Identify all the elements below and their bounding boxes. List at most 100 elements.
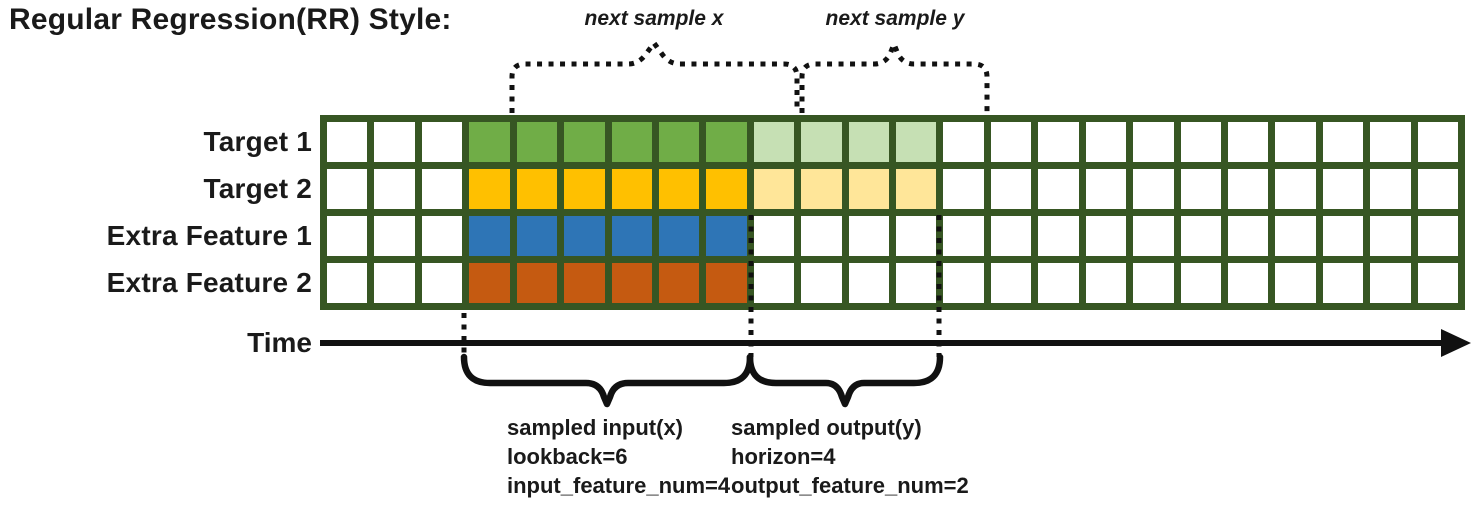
grid-cell-r2-c18	[1180, 216, 1221, 256]
grid-cell-r3-c7	[658, 263, 700, 303]
grid-cell-r1-c19	[1227, 169, 1269, 209]
grid-cell-r3-c4	[516, 263, 558, 303]
grid-cell-r0-c7	[658, 122, 700, 162]
grid-cell-r0-c9	[753, 122, 795, 162]
grid-cell-r3-c14	[990, 263, 1032, 303]
row-label-target-1: Target 1	[203, 126, 312, 157]
grid-cell-r3-c16	[1085, 263, 1127, 303]
sampled-input-annotation: sampled input(x) lookback=6 input_featur…	[507, 413, 730, 500]
grid-cell-r0-c19	[1227, 122, 1269, 162]
grid-cell-r0-c6	[611, 122, 652, 162]
grid-cell-r3-c19	[1227, 263, 1269, 303]
next-sample-x-label: next sample x	[584, 7, 724, 30]
grid-cell-r1-c5	[564, 169, 605, 209]
grid-cell-r1-c14	[990, 169, 1032, 209]
next-sample-y-brace	[799, 37, 990, 113]
grid-cell-r0-c5	[564, 122, 605, 162]
grid-cell-r2-c15	[1038, 216, 1079, 256]
grid-cell-r0-c11	[848, 122, 889, 162]
grid-cell-r2-c9	[753, 216, 795, 256]
grid-cell-r1-c22	[1370, 169, 1411, 209]
sampled-input-brace	[460, 353, 754, 408]
grid-cell-r1-c6	[611, 169, 652, 209]
grid-cell-r1-c8	[706, 169, 747, 209]
grid-cell-r1-c20	[1275, 169, 1316, 209]
grid-cell-r1-c11	[848, 169, 889, 209]
grid-cell-r2-c16	[1085, 216, 1127, 256]
grid-cell-r1-c4	[516, 169, 558, 209]
grid-cell-r0-c10	[801, 122, 842, 162]
grid-cell-r2-c19	[1227, 216, 1269, 256]
grid-cell-r2-c14	[990, 216, 1032, 256]
grid-cell-r3-c17	[1133, 263, 1174, 303]
grid-cell-r2-c11	[848, 216, 889, 256]
grid-cell-r0-c0	[327, 122, 368, 162]
grid-cell-r3-c12	[896, 263, 937, 303]
grid-cell-r2-c13	[943, 216, 984, 256]
grid-cell-r1-c17	[1133, 169, 1174, 209]
grid-cell-r2-c22	[1370, 216, 1411, 256]
grid-cell-r2-c20	[1275, 216, 1316, 256]
row-label-extra-feature-1: Extra Feature 1	[106, 220, 312, 251]
grid-cell-r2-c23	[1417, 216, 1458, 256]
grid-cell-r0-c13	[943, 122, 984, 162]
sampled-input-lookback: lookback=6	[507, 444, 628, 469]
grid-cell-r0-c16	[1085, 122, 1127, 162]
grid-cell-r3-c15	[1038, 263, 1079, 303]
grid-cell-r2-c5	[564, 216, 605, 256]
grid-cell-r1-c9	[753, 169, 795, 209]
grid-cell-r0-c14	[990, 122, 1032, 162]
grid-cell-r3-c23	[1417, 263, 1458, 303]
grid-cell-r0-c1	[374, 122, 415, 162]
grid-cell-r1-c12	[896, 169, 937, 209]
grid-cell-r0-c12	[896, 122, 937, 162]
grid-cell-r2-c21	[1322, 216, 1364, 256]
grid-cell-r3-c9	[753, 263, 795, 303]
grid-cell-r2-c17	[1133, 216, 1174, 256]
diagram-title: Regular Regression(RR) Style:	[9, 3, 452, 36]
grid-cell-r0-c20	[1275, 122, 1316, 162]
grid-cell-r0-c15	[1038, 122, 1079, 162]
grid-cell-r1-c16	[1085, 169, 1127, 209]
grid-cell-r0-c2	[421, 122, 463, 162]
grid-cell-r0-c4	[516, 122, 558, 162]
grid-cell-r1-c3	[469, 169, 510, 209]
grid-cell-r3-c10	[801, 263, 842, 303]
grid-cell-r2-c3	[469, 216, 510, 256]
grid-cell-r2-c2	[421, 216, 463, 256]
next-sample-y-label: next sample y	[825, 7, 965, 30]
grid-cell-r1-c7	[658, 169, 700, 209]
grid-cell-r2-c10	[801, 216, 842, 256]
grid-cell-r3-c5	[564, 263, 605, 303]
sampled-input-title: sampled input(x)	[507, 415, 684, 440]
time-axis-label: Time	[247, 327, 312, 358]
row-label-extra-feature-2: Extra Feature 2	[106, 267, 312, 298]
sampled-output-title: sampled output(y)	[731, 415, 922, 440]
grid-cell-r1-c15	[1038, 169, 1079, 209]
grid-cell-r1-c0	[327, 169, 368, 209]
grid-cell-r0-c22	[1370, 122, 1411, 162]
grid-cell-r3-c11	[848, 263, 889, 303]
grid-cell-r0-c21	[1322, 122, 1364, 162]
grid-cell-r2-c6	[611, 216, 652, 256]
grid-cell-r3-c6	[611, 263, 652, 303]
grid-cell-r3-c22	[1370, 263, 1411, 303]
grid-cell-r0-c18	[1180, 122, 1221, 162]
grid-cell-r3-c8	[706, 263, 747, 303]
sampled-output-brace	[746, 353, 944, 408]
grid-cell-r0-c23	[1417, 122, 1458, 162]
grid-cell-r0-c8	[706, 122, 747, 162]
grid-cell-r2-c1	[374, 216, 415, 256]
grid-cell-r3-c3	[469, 263, 510, 303]
grid-cell-r3-c0	[327, 263, 368, 303]
sampled-input-feature-num: input_feature_num=4	[507, 473, 731, 498]
grid-cell-r1-c18	[1180, 169, 1221, 209]
grid-cell-r1-c21	[1322, 169, 1364, 209]
next-sample-x-brace	[509, 38, 800, 113]
grid-cell-r1-c13	[943, 169, 984, 209]
sampled-output-annotation: sampled output(y) horizon=4 output_featu…	[731, 413, 969, 500]
grid-cell-r3-c21	[1322, 263, 1364, 303]
sample-grid	[320, 115, 1465, 310]
grid-cell-r1-c2	[421, 169, 463, 209]
